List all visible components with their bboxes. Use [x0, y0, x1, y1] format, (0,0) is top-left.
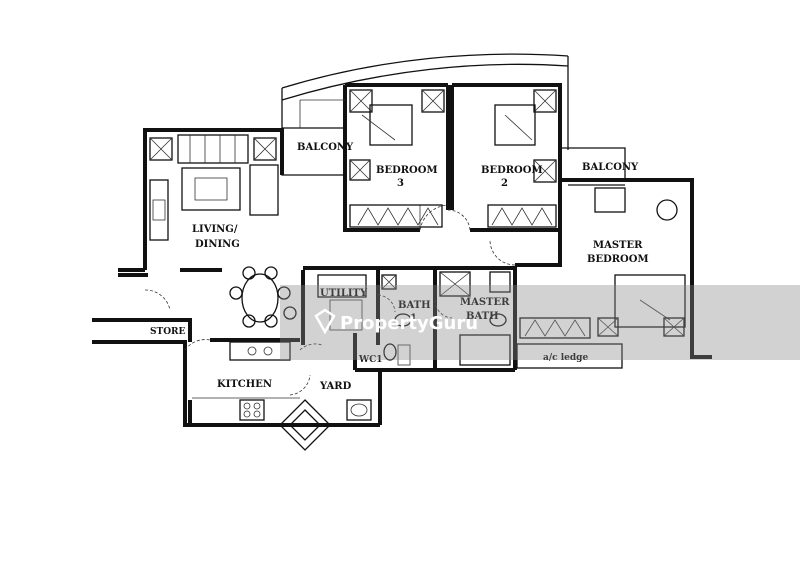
watermark-text: PropertyGuru	[340, 313, 478, 334]
label-kitchen: KITCHEN	[217, 379, 272, 390]
label-master-bedroom-line2: BEDROOM	[587, 254, 649, 265]
label-yard: YARD	[319, 381, 352, 392]
label-living-line2: DINING	[195, 239, 240, 250]
room-labels: BALCONY BALCONY BEDROOM 3 BEDROOM 2 LIVI…	[150, 142, 649, 392]
label-bedroom3-line2: 3	[397, 178, 404, 189]
label-bath1-line2: 1	[410, 313, 417, 324]
label-balcony-left: BALCONY	[297, 142, 354, 153]
label-master-bath-line2: BATH	[466, 311, 499, 322]
label-master-bedroom-line1: MASTER	[593, 240, 643, 251]
label-ac-ledge: a/c ledge	[543, 353, 588, 363]
label-balcony-right: BALCONY	[582, 162, 639, 173]
label-utility: UTILITY	[320, 288, 368, 299]
label-bath1-line1: BATH	[398, 300, 431, 311]
label-bedroom3-line1: BEDROOM	[376, 165, 438, 176]
doors	[144, 204, 516, 396]
outer-walls	[92, 83, 712, 427]
label-wc1: WC1	[358, 355, 383, 365]
propertyguru-logo-icon	[314, 308, 336, 335]
label-store: STORE	[150, 327, 186, 337]
balcony-curve	[281, 53, 626, 186]
label-bedroom2-line2: 2	[501, 178, 508, 189]
watermark: PropertyGuru	[280, 285, 800, 360]
watermark-band	[280, 285, 800, 360]
label-bedroom2-line1: BEDROOM	[481, 165, 543, 176]
label-master-bath-line1: MASTER	[460, 297, 510, 308]
furniture	[149, 89, 686, 451]
label-living-line1: LIVING/	[192, 224, 238, 235]
